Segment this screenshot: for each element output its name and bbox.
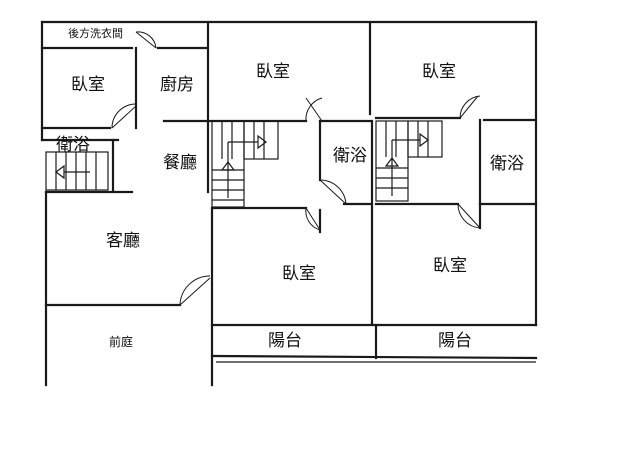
room-label-bathroom-mid: 衛浴 [333, 146, 367, 166]
stair-middle [211, 120, 279, 208]
room-label-laundry: 後方洗衣間 [68, 27, 123, 40]
room-label-balcony-mid: 陽台 [268, 331, 302, 351]
exterior-walls [40, 20, 538, 387]
room-label-bathroom-right: 衛浴 [490, 154, 524, 174]
room-label-bedroom-right-top: 臥室 [422, 62, 456, 82]
room-label-kitchen: 廚房 [160, 75, 194, 95]
room-label-balcony-right: 陽台 [438, 331, 472, 351]
room-label-dining: 餐廳 [163, 153, 197, 173]
right-unit-walls [374, 116, 538, 230]
room-label-bathroom-left: 衛浴 [56, 135, 90, 155]
door-swings [111, 31, 481, 306]
room-label-bedroom-right-bottom: 臥室 [433, 256, 467, 276]
room-label-bedroom-mid-top: 臥室 [256, 62, 290, 82]
room-label-bedroom-left: 臥室 [71, 75, 105, 95]
stair-left [45, 151, 109, 191]
room-label-front-yard: 前庭 [109, 335, 134, 349]
room-label-living: 客廳 [106, 231, 140, 251]
room-label-bedroom-mid-bottom: 臥室 [282, 264, 316, 284]
left-unit-walls [40, 22, 308, 387]
middle-unit-walls [210, 22, 538, 360]
stair-right [375, 120, 443, 202]
